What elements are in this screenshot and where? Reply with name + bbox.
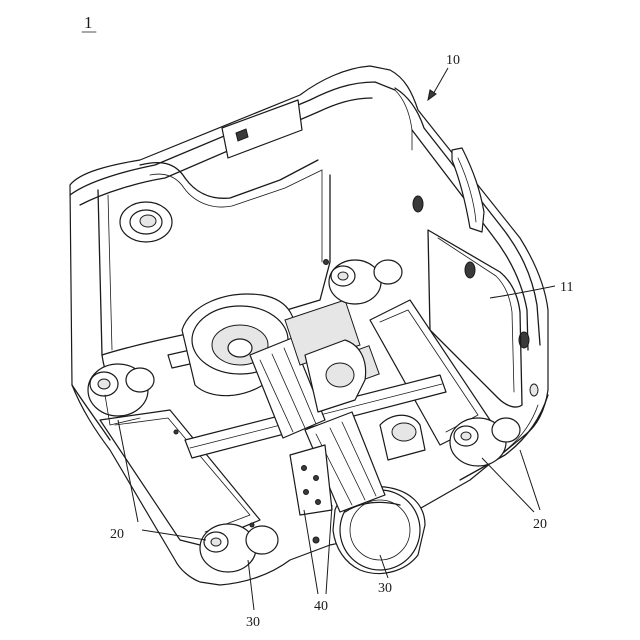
front-port-core [140, 215, 156, 227]
ref-11: 11 [560, 280, 573, 295]
frame-screw-3 [250, 523, 254, 527]
frame-screw-1 [313, 537, 319, 543]
caster-tm-side [374, 260, 402, 284]
drive-module-lower-motor-cap [392, 423, 416, 441]
caster-bl-axle [211, 538, 221, 546]
side-hole-2 [465, 262, 475, 278]
caster-right [450, 418, 520, 466]
caster-r-axle [461, 432, 471, 440]
ref-10: 10 [446, 53, 460, 68]
ref-30-right: 30 [378, 581, 392, 596]
ref-20-left: 20 [110, 527, 124, 542]
caster-bl-side [246, 526, 278, 554]
front-port [120, 202, 172, 242]
caster-r-side [492, 418, 520, 442]
caster-fl-side [126, 368, 154, 392]
side-hole-1 [413, 196, 423, 212]
plate-bolt-3 [304, 490, 309, 495]
gearbox-cover [326, 363, 354, 387]
leader-10 [432, 68, 448, 96]
figure-number-text: 1 [84, 13, 93, 32]
frame-screw-4 [324, 260, 329, 265]
plate-bolt-2 [314, 476, 319, 481]
upper-wheel-axle [228, 339, 252, 357]
ref-30-bottom: 30 [246, 615, 260, 630]
figure-number: 1 [82, 13, 96, 32]
leader-20-right-b [482, 458, 534, 512]
ref-40: 40 [314, 599, 328, 614]
frame-screw-2 [174, 430, 178, 434]
plate-bolt-1 [302, 466, 307, 471]
caster-fl-axle [98, 379, 110, 389]
plate-bolt-4 [316, 500, 321, 505]
side-hole-4 [530, 384, 538, 396]
caster-tm-axle [338, 272, 348, 280]
ref-20-right: 20 [533, 517, 547, 532]
